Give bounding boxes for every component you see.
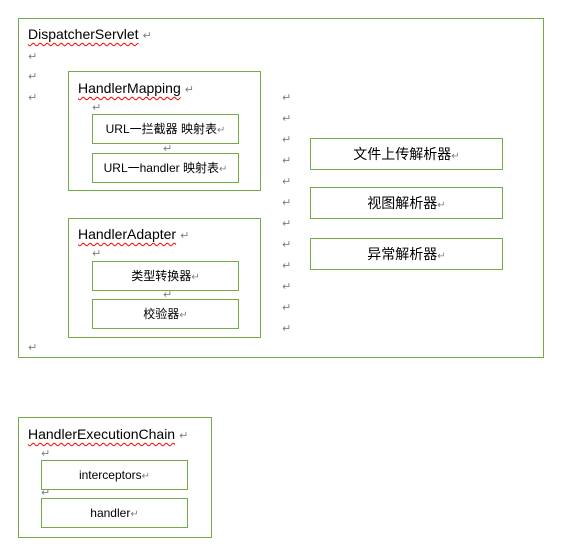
handler: handler↵ <box>41 498 188 528</box>
view-resolver: 视图解析器↵ <box>310 187 503 219</box>
paragraph-mark: ↵ <box>163 289 173 301</box>
paragraph-mark: ↵ <box>163 143 173 155</box>
paragraph-mark: ↵ <box>282 197 292 209</box>
dispatcher-servlet-title-text: DispatcherServlet <box>28 26 139 42</box>
paragraph-mark: ↵ <box>92 102 102 114</box>
handler-adapter-title-text: HandlerAdapter <box>78 226 177 242</box>
paragraph-mark: ↵ <box>437 251 446 262</box>
multipart-resolver-label: 文件上传解析器 <box>353 146 452 162</box>
paragraph-mark: ↵ <box>41 487 51 499</box>
handler-execution-chain-title-text: HandlerExecutionChain <box>28 426 176 442</box>
paragraph-mark: ↵ <box>179 310 188 321</box>
paragraph-mark: ↵ <box>282 260 292 272</box>
validator: 校验器↵ <box>92 299 239 329</box>
dispatcher-servlet-title: DispatcherServlet↵ <box>28 26 152 42</box>
paragraph-mark: ↵ <box>28 92 38 104</box>
paragraph-mark: ↵ <box>282 218 292 230</box>
handler-mapping-title-text: HandlerMapping <box>78 80 181 96</box>
paragraph-mark: ↵ <box>282 134 292 146</box>
paragraph-mark: ↵ <box>191 272 200 283</box>
paragraph-mark: ↵ <box>282 113 292 125</box>
url-interceptor-map: URL一拦截器 映射表↵ <box>92 114 239 144</box>
paragraph-mark: ↵ <box>216 125 226 136</box>
paragraph-mark: ↵ <box>92 248 102 260</box>
paragraph-mark: ↵ <box>437 200 446 211</box>
paragraph-mark: ↵ <box>282 239 292 251</box>
paragraph-mark: ↵ <box>282 92 292 104</box>
paragraph-mark: ↵ <box>184 84 194 96</box>
paragraph-mark: ↵ <box>180 230 190 242</box>
paragraph-mark: ↵ <box>451 151 460 162</box>
paragraph-mark: ↵ <box>142 30 152 42</box>
url-handler-map: URL一handler 映射表↵ <box>92 153 239 183</box>
paragraph-mark: ↵ <box>218 164 228 175</box>
validator-label: 校验器 <box>143 307 180 321</box>
paragraph-mark: ↵ <box>28 71 38 83</box>
multipart-resolver: 文件上传解析器↵ <box>310 138 503 170</box>
paragraph-mark: ↵ <box>282 302 292 314</box>
paragraph-mark: ↵ <box>282 176 292 188</box>
paragraph-mark: ↵ <box>28 342 38 354</box>
interceptors-label: interceptors <box>78 468 142 482</box>
type-converter-label: 类型转换器 <box>131 269 192 283</box>
url-handler-map-label: URL一handler 映射表 <box>103 161 219 175</box>
url-interceptor-map-label: URL一拦截器 映射表 <box>105 122 217 136</box>
interceptors: interceptors↵ <box>41 460 188 490</box>
paragraph-mark: ↵ <box>141 471 151 482</box>
paragraph-mark: ↵ <box>282 155 292 167</box>
handler-execution-chain-title: HandlerExecutionChain↵ <box>28 426 188 442</box>
paragraph-mark: ↵ <box>130 509 139 520</box>
handler-mapping-title: HandlerMapping↵ <box>78 80 194 96</box>
exception-resolver-label: 异常解析器 <box>367 246 438 262</box>
type-converter: 类型转换器↵ <box>92 261 239 291</box>
handler-label: handler <box>90 506 131 520</box>
exception-resolver: 异常解析器↵ <box>310 238 503 270</box>
paragraph-mark: ↵ <box>282 323 292 335</box>
handler-adapter-title: HandlerAdapter↵ <box>78 226 189 242</box>
paragraph-mark: ↵ <box>28 51 38 63</box>
paragraph-mark: ↵ <box>41 448 51 460</box>
view-resolver-label: 视图解析器 <box>367 195 438 211</box>
paragraph-mark: ↵ <box>179 430 189 442</box>
paragraph-mark: ↵ <box>282 281 292 293</box>
